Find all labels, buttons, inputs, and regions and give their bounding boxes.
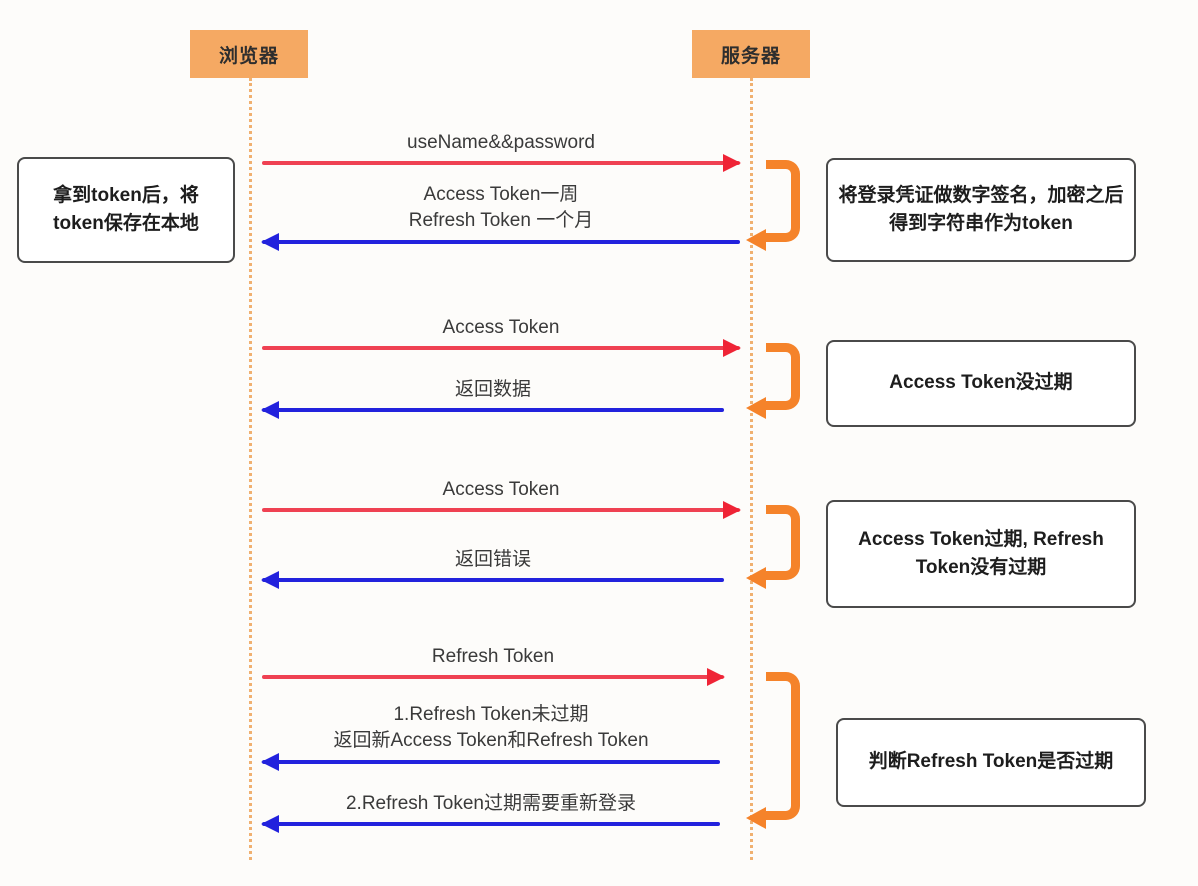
message-label: 1.Refresh Token未过期 返回新Access Token和Refre… [333,704,649,751]
note-access-token-valid: Access Token没过期 [826,340,1136,427]
message-label: Access Token [442,479,560,500]
arrow-line [262,675,724,679]
arrowhead-right-icon [723,154,741,172]
self-loop-sign-token [746,160,800,251]
arrow-line [262,822,720,826]
arrowhead-right-icon [723,501,741,519]
arrowhead-right-icon [723,339,741,357]
self-loop-access-token-expired [746,505,800,589]
arrowhead-left-icon [746,807,766,829]
note-sign-credentials: 将登录凭证做数字签名，加密之后得到字符串作为token [826,158,1136,262]
arrowhead-left-icon [261,233,279,251]
arrow-line [262,578,724,582]
note-check-refresh-token: 判断Refresh Token是否过期 [836,718,1146,807]
message-label: useName&&password [407,132,595,153]
arrowhead-left-icon [746,229,766,251]
self-loop-check-refresh-token [746,672,800,829]
arrow-line [262,346,740,350]
arrowhead-left-icon [261,571,279,589]
arrowhead-left-icon [261,401,279,419]
arrowhead-left-icon [746,397,766,419]
arrowhead-left-icon [746,567,766,589]
arrow-line [262,408,724,412]
lifeline-browser [249,78,252,860]
note-access-token-expired: Access Token过期, Refresh Token没有过期 [826,500,1136,608]
arrowhead-left-icon [261,753,279,771]
arrowhead-right-icon [707,668,725,686]
message-label: Refresh Token [431,646,555,667]
arrow-line [262,240,740,244]
self-loop-validate-access-token [746,343,800,419]
message-label: Access Token [442,317,560,338]
arrowhead-left-icon [261,815,279,833]
message-label: 返回数据 [454,379,531,400]
actor-server-label: 服务器 [720,45,781,67]
message-label: Access Token一周 Refresh Token 一个月 [408,184,594,231]
lifeline-server [750,78,753,860]
arrow-line [262,161,740,165]
arrow-line [262,508,740,512]
arrow-line [262,760,720,764]
actor-server[interactable]: 服务器 [692,30,810,78]
message-label: 2.Refresh Token过期需要重新登录 [345,793,636,814]
actor-browser-label: 浏览器 [218,45,279,67]
note-store-token-locally: 拿到token后，将token保存在本地 [17,157,235,263]
actor-browser[interactable]: 浏览器 [190,30,308,78]
message-label: 返回错误 [454,549,531,570]
